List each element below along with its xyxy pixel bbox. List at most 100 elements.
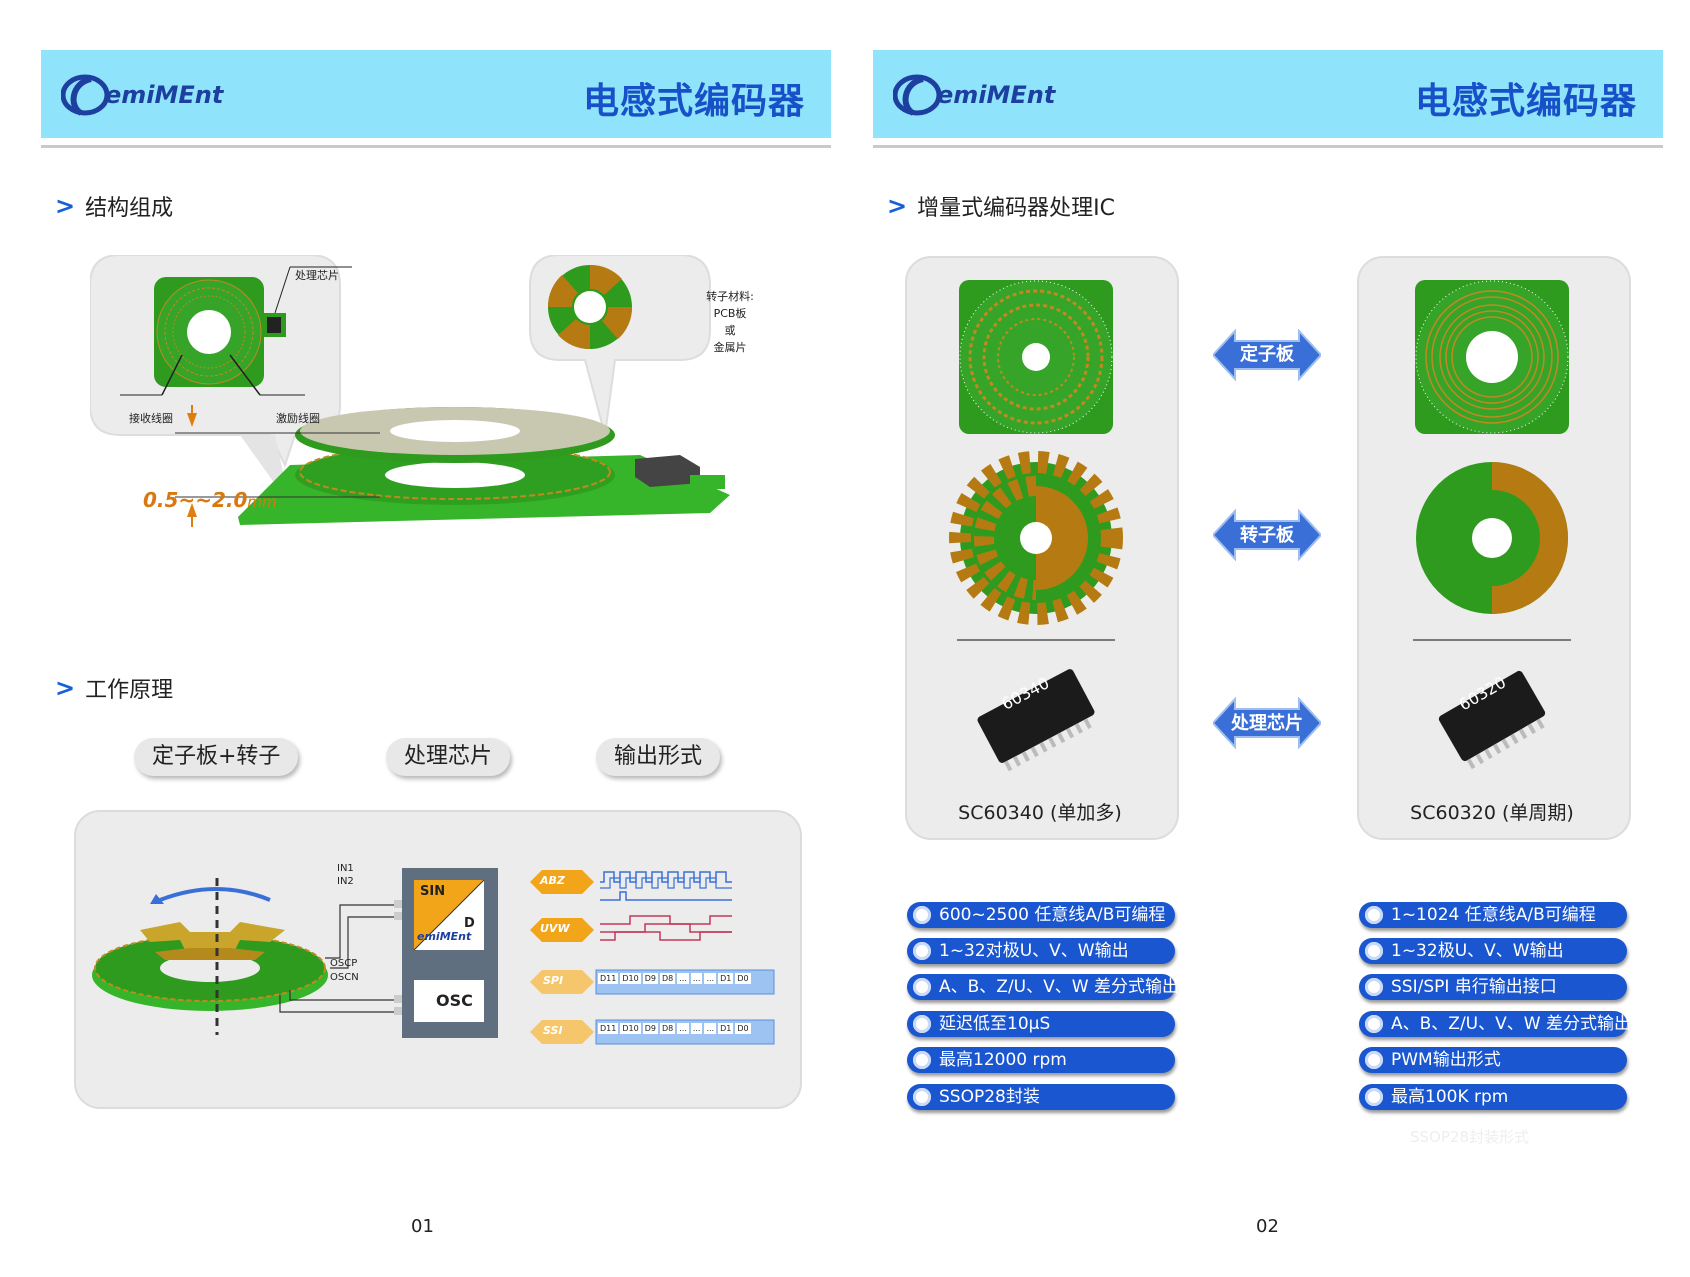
feature-text: SSI/SPI 串行输出接口 — [1391, 977, 1557, 997]
chip-logo-text: emiMEnt — [417, 930, 472, 943]
bit: ... — [677, 973, 689, 984]
feature-text: 1~32对极U、V、W输出 — [939, 941, 1129, 961]
section-heading-principle: > 工作原理 — [55, 672, 173, 704]
double-arrow-stator-icon — [1213, 329, 1321, 381]
bullet-icon — [1365, 1088, 1383, 1106]
feature-text: 1~1024 任意线A/B可编程 — [1391, 905, 1596, 925]
bullet-icon — [913, 978, 931, 996]
section-heading-structure: > 结构组成 — [55, 190, 173, 222]
bullet-icon — [913, 1015, 931, 1033]
rotor-material-metal: 金属片 — [713, 341, 747, 354]
page-title: 电感式编码器 — [582, 81, 805, 122]
pill-stator-rotor: 定子板+转子 — [134, 738, 299, 776]
arrow-label-stator: 定子板 — [1240, 344, 1294, 365]
callout-excite-coil: 激励线圈 — [276, 412, 320, 425]
double-arrow-chip-icon — [1213, 697, 1321, 749]
bullet-icon — [913, 1088, 931, 1106]
label-osc: OSC — [436, 991, 473, 1010]
bit: ... — [690, 1023, 703, 1034]
page-number: 02 — [1256, 1216, 1279, 1237]
arrow-label-chip: 处理芯片 — [1231, 713, 1303, 734]
section-heading-ic: > 增量式编码器处理IC — [887, 190, 1115, 222]
feature-text: 延迟低至10µS — [939, 1014, 1051, 1034]
bullet-icon — [913, 942, 931, 960]
ssi-bit-frame: D11 D10 D9 D8 ... ... ... D1 D0 — [598, 1023, 751, 1034]
spi-bit-frame: D11 D10 D9 D8 ... ... ... D1 D0 — [598, 973, 751, 984]
feature-text: A、B、Z/U、V、W 差分式输出 — [939, 977, 1179, 997]
feature-text: PWM输出形式 — [1391, 1050, 1501, 1070]
structure-illustration — [90, 255, 730, 527]
bit: D0 — [735, 1023, 751, 1034]
output-ssi: SSI — [543, 1024, 563, 1037]
feature-item: 延迟低至10µS — [907, 1011, 1175, 1037]
label-oscp: OSCP — [330, 958, 358, 969]
bullet-icon — [1365, 1051, 1383, 1069]
bullet-icon — [1365, 906, 1383, 924]
chip-name-sc60340: SC60340 (单加多) — [958, 802, 1122, 824]
callout-chip: 处理芯片 — [295, 269, 339, 282]
bit: D1 — [718, 973, 734, 984]
bullet-icon — [913, 1051, 931, 1069]
gap-label: 0.5~~2.0mm — [143, 488, 277, 512]
semiment-logo: emiMEnt — [893, 72, 1055, 118]
label-in2: IN2 — [337, 876, 354, 887]
output-uvw: UVW — [540, 922, 570, 935]
bit: D9 — [642, 1023, 658, 1034]
chevron-right-icon: > — [887, 192, 908, 220]
feature-item: A、B、Z/U、V、W 差分式输出 — [907, 974, 1179, 1000]
feature-text: 1~32极U、V、W输出 — [1391, 941, 1564, 961]
logo-mark-icon — [61, 74, 109, 116]
bit: D10 — [620, 973, 641, 984]
feature-text: 最高100K rpm — [1391, 1087, 1509, 1107]
section-label: 结构组成 — [85, 196, 174, 221]
callout-rotor-material: 转子材料: PCB板 或 金属片 — [700, 288, 760, 356]
arrow-label-rotor: 转子板 — [1240, 525, 1294, 546]
double-arrow-rotor-icon — [1213, 509, 1321, 561]
chip-name-sc60320: SC60320 (单周期) — [1410, 802, 1574, 824]
semiment-logo: emiMEnt — [61, 72, 223, 118]
faint-package-text: SSOP28封装形式 — [1410, 1128, 1529, 1146]
gap-value: 0.5~~2.0 — [143, 488, 248, 512]
gap-unit: mm — [247, 493, 277, 511]
callout-receive-coil: 接收线圈 — [129, 412, 173, 425]
bit: ... — [690, 973, 703, 984]
bit: ... — [677, 1023, 689, 1034]
rotor-material-or: 或 — [724, 324, 736, 337]
section-label: 增量式编码器处理IC — [917, 196, 1115, 221]
feature-item: A、B、Z/U、V、W 差分式输出 — [1359, 1011, 1631, 1037]
feature-text: 600~2500 任意线A/B可编程 — [939, 905, 1166, 925]
bullet-icon — [913, 906, 931, 924]
label-sin: SIN — [420, 884, 446, 899]
pill-processing-chip: 处理芯片 — [386, 738, 511, 776]
bit: ... — [704, 973, 717, 984]
feature-item: 最高12000 rpm — [907, 1047, 1175, 1073]
label-d: D — [464, 916, 475, 931]
output-spi: SPI — [543, 974, 564, 987]
sc60340-illustration — [949, 280, 1123, 772]
bit: D9 — [642, 973, 658, 984]
rotor-material-label: 转子材料: — [706, 290, 754, 303]
bit: D8 — [659, 1023, 676, 1034]
section-label: 工作原理 — [85, 678, 174, 703]
logo-text: emiMEnt — [937, 81, 1056, 109]
pill-output-form: 输出形式 — [596, 738, 721, 776]
feature-text: SSOP28封装 — [939, 1087, 1040, 1107]
bit: ... — [704, 1023, 717, 1034]
bullet-icon — [1365, 1015, 1383, 1033]
bullet-icon — [1365, 942, 1383, 960]
feature-item: SSOP28封装 — [907, 1084, 1175, 1110]
feature-item: 1~1024 任意线A/B可编程 — [1359, 902, 1627, 928]
logo-text: emiMEnt — [105, 81, 224, 109]
bit: D1 — [718, 1023, 734, 1034]
bit: D11 — [598, 1023, 619, 1034]
output-abz: ABZ — [540, 874, 565, 887]
label-oscn: OSCN — [330, 972, 359, 983]
bullet-icon — [1365, 978, 1383, 996]
feature-item: 最高100K rpm — [1359, 1084, 1627, 1110]
bit: D10 — [620, 1023, 641, 1034]
page-header: emiMEnt 电感式编码器 — [873, 50, 1663, 138]
chevron-right-icon: > — [55, 192, 76, 220]
page-1: emiMEnt 电感式编码器 > 结构组成 — [41, 50, 831, 1237]
header-divider — [873, 145, 1663, 148]
page-title: 电感式编码器 — [1414, 81, 1637, 122]
